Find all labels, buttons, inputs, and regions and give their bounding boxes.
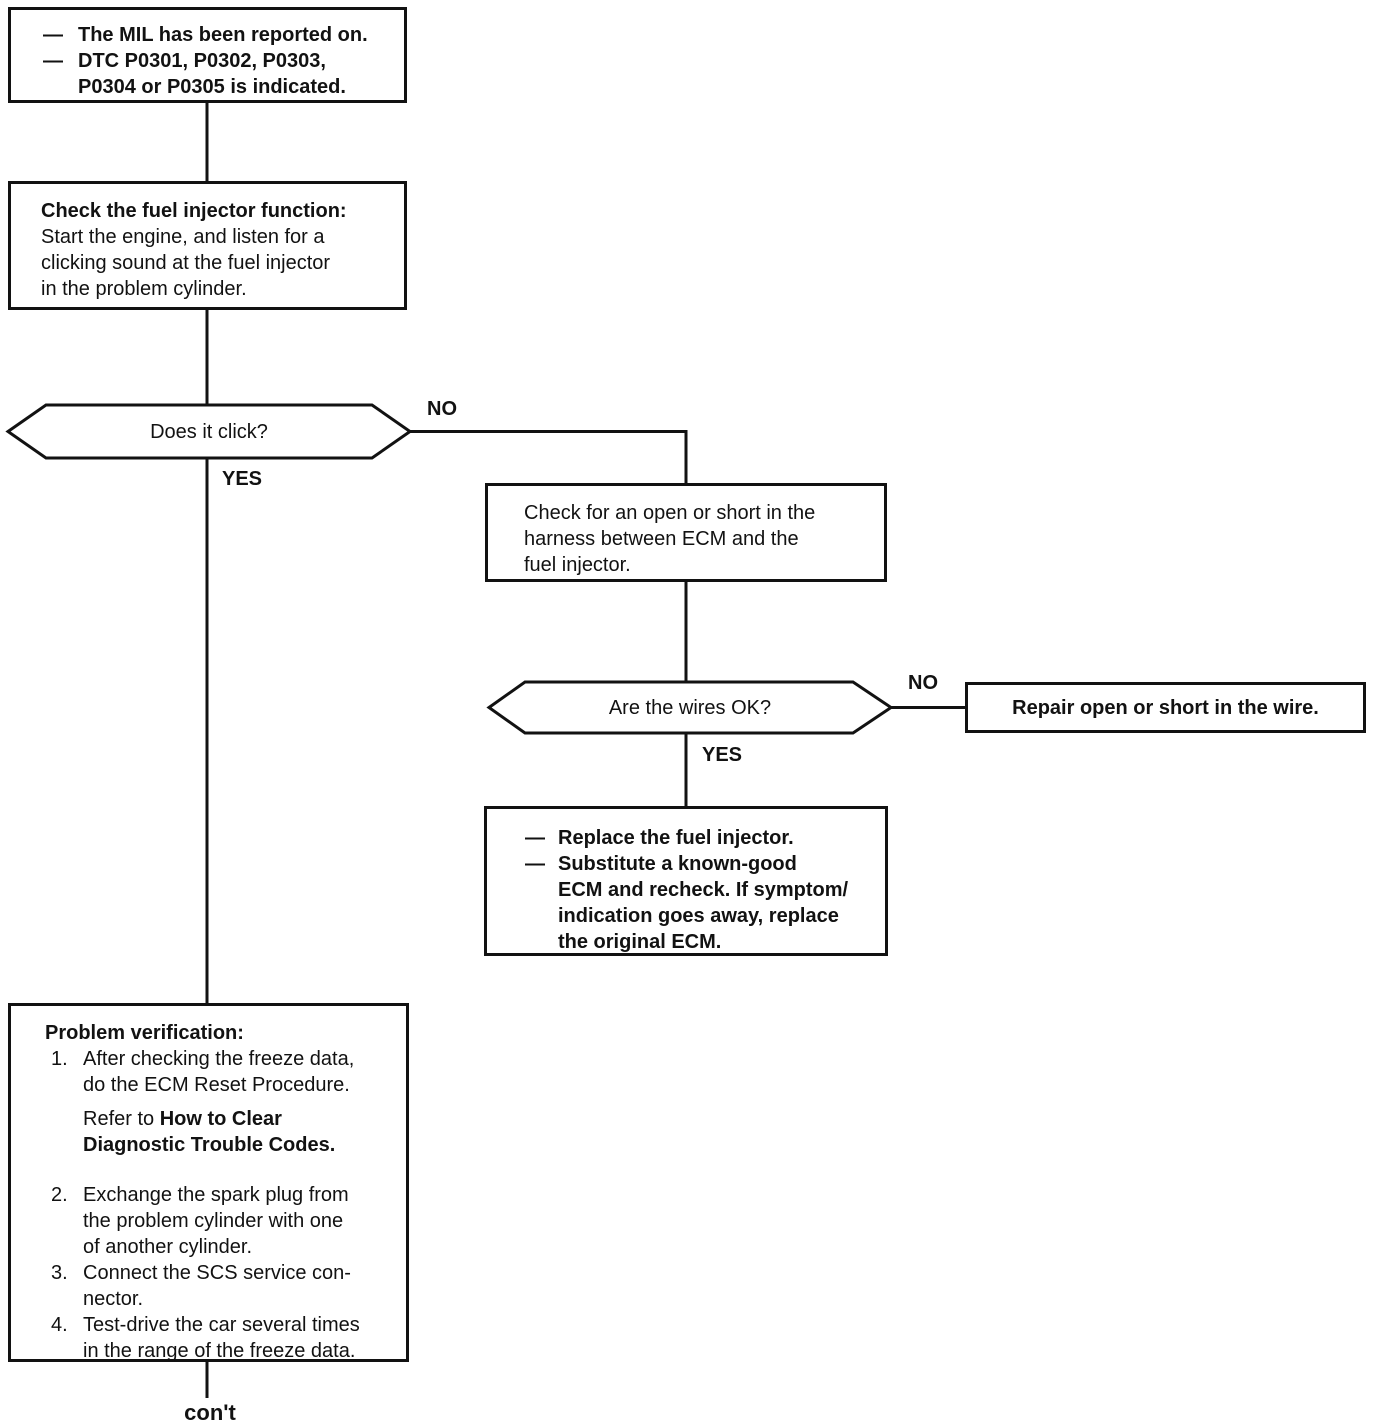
continuation-label: con't <box>184 1400 236 1425</box>
check-injector-node: Check the fuel injector function: Start … <box>8 181 407 310</box>
check-injector-title: Check the fuel injector function: <box>41 200 347 222</box>
dash-bullet: — <box>525 827 545 849</box>
dash-bullet: — <box>43 50 63 72</box>
step-number: 4. <box>51 1314 68 1336</box>
step-text: After checking the freeze data, do the E… <box>83 1048 355 1096</box>
problem-verification-title: Problem verification: <box>45 1022 244 1044</box>
start-item-text: The MIL has been reported on. <box>78 24 368 46</box>
verification-step: 1. After checking the freeze data, do th… <box>11 1046 400 1098</box>
verification-step: 2. Exchange the spark plug from the prob… <box>11 1182 400 1260</box>
verification-step: 3. Connect the SCS service con- nector. <box>11 1260 400 1312</box>
step-number: 2. <box>51 1184 68 1206</box>
start-item: — DTC P0301, P0302, P0303, P0304 or P030… <box>43 48 396 100</box>
check-harness-node: Check for an open or short in the harnes… <box>485 483 887 582</box>
verification-step: 4. Test-drive the car several times in t… <box>11 1312 400 1364</box>
yes-label-2: YES <box>702 744 743 766</box>
replace-injector-node: — Replace the fuel injector. — Substitut… <box>484 806 888 956</box>
decision-does-it-click-label: Does it click? <box>150 421 268 443</box>
yes-label-1: YES <box>222 468 263 490</box>
dash-bullet: — <box>525 853 545 875</box>
no-label-1: NO <box>427 398 457 420</box>
start-item-text: DTC P0301, P0302, P0303, P0304 or P0305 … <box>78 50 346 98</box>
repair-wire-node: Repair open or short in the wire. <box>965 682 1366 733</box>
connector-no-branch1 <box>410 430 688 483</box>
replace-injector-item: — Substitute a known-good ECM and rechec… <box>525 851 877 955</box>
start-item: — The MIL has been reported on. <box>43 22 396 48</box>
step-number: 3. <box>51 1262 68 1284</box>
check-injector-body: Start the engine, and listen for a click… <box>41 226 331 300</box>
note-reference: How to Clear Diagnostic Trouble Codes. <box>83 1108 336 1156</box>
replace-injector-item-text: Substitute a known-good ECM and recheck.… <box>558 853 849 953</box>
note-prefix: Refer to <box>83 1108 160 1130</box>
step-number: 1. <box>51 1048 68 1070</box>
replace-injector-item-text: Replace the fuel injector. <box>558 827 794 849</box>
dash-bullet: — <box>43 24 63 46</box>
step-text: Connect the SCS service con- nector. <box>83 1262 351 1310</box>
repair-wire-label: Repair open or short in the wire. <box>1012 696 1319 719</box>
no-label-2: NO <box>908 672 938 694</box>
step-text: Test-drive the car several times in the … <box>83 1314 360 1362</box>
replace-injector-item: — Replace the fuel injector. <box>525 825 877 851</box>
start-node: — The MIL has been reported on. — DTC P0… <box>8 7 407 103</box>
decision-wires-ok-label: Are the wires OK? <box>608 697 772 719</box>
step-text: Exchange the spark plug from the problem… <box>83 1184 349 1258</box>
check-harness-body: Check for an open or short in the harnes… <box>524 502 816 576</box>
problem-verification-node: Problem verification: 1. After checking … <box>8 1003 409 1362</box>
verification-note: Refer to How to Clear Diagnostic Trouble… <box>83 1106 394 1158</box>
